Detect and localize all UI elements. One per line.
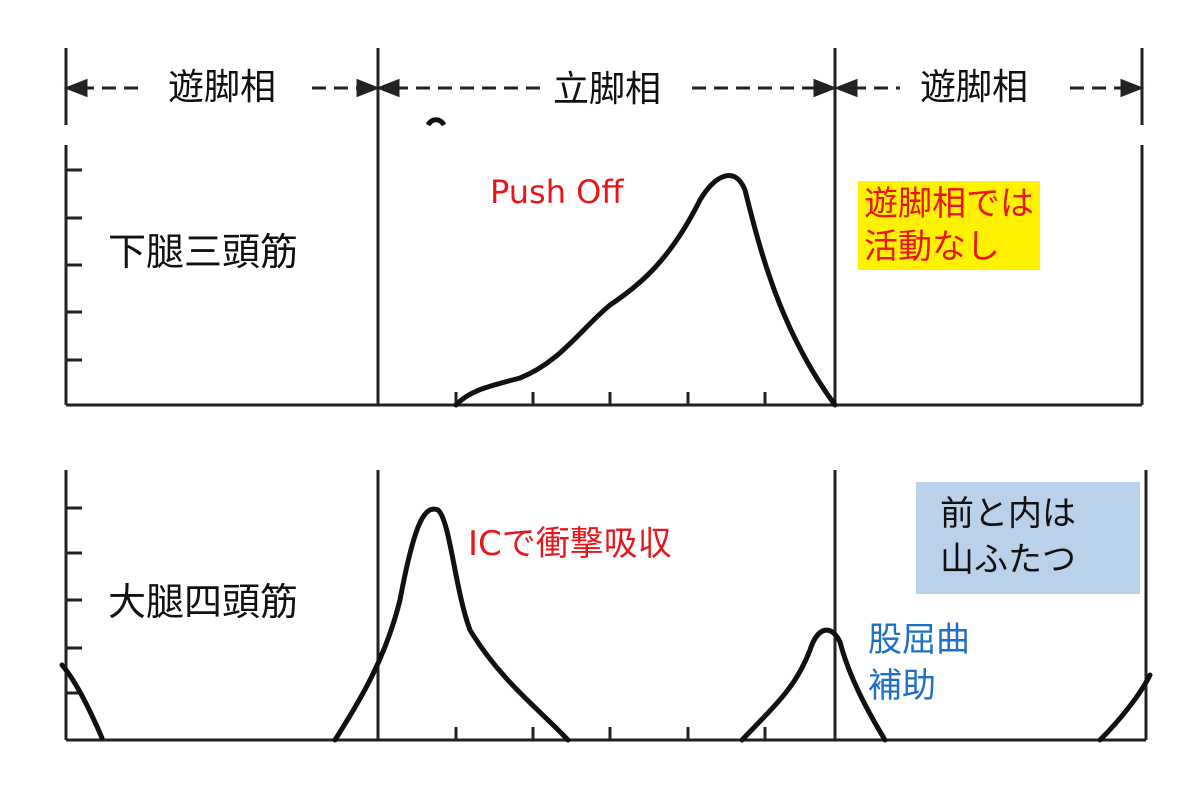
box-line1: 前と内は (940, 494, 1076, 534)
phase-arrows (63, 78, 1145, 98)
swing-note-line1: 遊脚相では (864, 184, 1034, 224)
ic-shock-absorption-label: ICで衝撃吸収 (468, 524, 672, 564)
swing-note-line2: 活動なし (864, 226, 1000, 267)
bottom-panel-axes (66, 506, 1146, 742)
hip-flexion-assist-note: 股屈曲 補助 (868, 618, 970, 710)
quadriceps-curve-right (1097, 672, 1153, 743)
triceps-surae-curve (453, 173, 838, 408)
quadriceps-curve-left (59, 662, 105, 741)
phase-label-stance: 立脚相 (543, 68, 672, 112)
swing-no-activity-note: 遊脚相では 活動なし (858, 181, 1040, 270)
phase-dividers (64, 48, 1148, 740)
two-peaks-note-box: 前と内は 山ふたつ (916, 482, 1140, 594)
muscle-label-triceps-surae: 下腿三頭筋 (108, 230, 299, 274)
top-small-mark (425, 117, 447, 127)
quadriceps-curves (59, 506, 1153, 743)
hip-line1: 股屈曲 (868, 620, 970, 660)
push-off-label: Push Off (490, 173, 624, 211)
quadriceps-curve-second (739, 627, 888, 743)
box-line2: 山ふたつ (940, 539, 1076, 580)
muscle-label-quadriceps: 大腿四頭筋 (108, 580, 299, 624)
top-panel-axes (66, 168, 1142, 407)
hip-line2: 補助 (868, 665, 936, 706)
phase-label-swing-right: 遊脚相 (910, 66, 1039, 110)
phase-label-swing-left: 遊脚相 (158, 66, 287, 110)
quadriceps-curve-main (332, 506, 571, 743)
